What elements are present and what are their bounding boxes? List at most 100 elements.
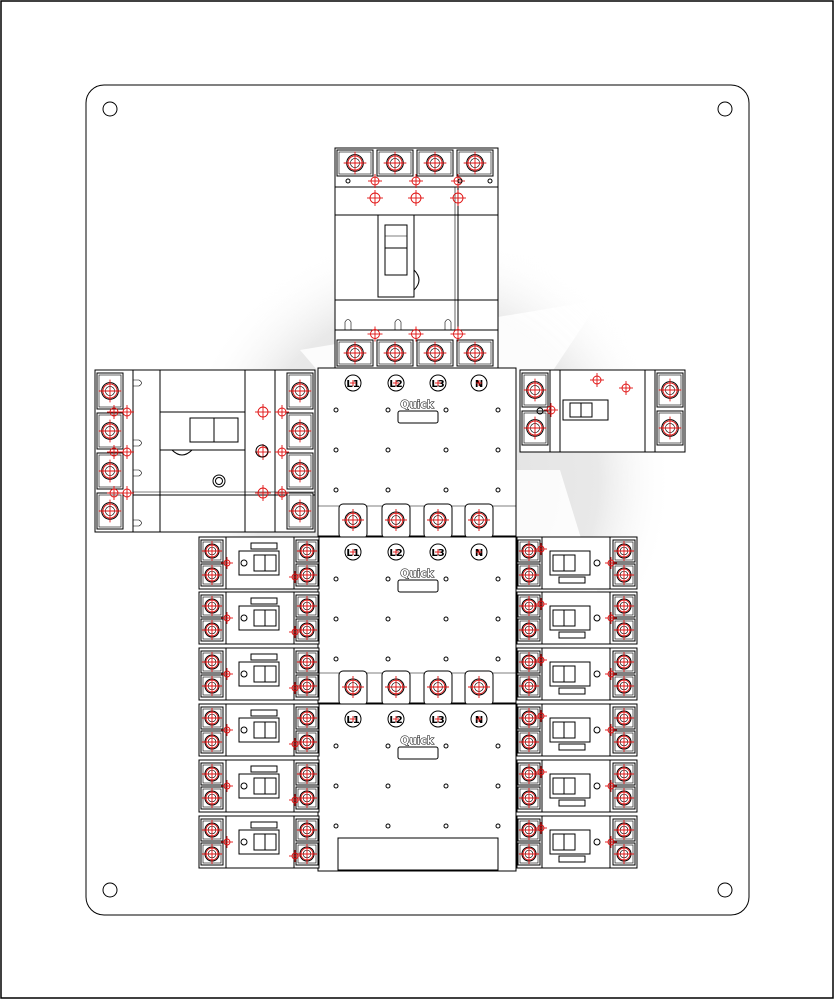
terminal bbox=[518, 675, 540, 697]
terminal bbox=[296, 595, 318, 617]
terminal bbox=[97, 413, 123, 449]
terminal bbox=[613, 675, 635, 697]
terminal bbox=[613, 819, 635, 841]
mcb-right bbox=[517, 816, 637, 868]
terminal bbox=[296, 819, 318, 841]
phase-label: L1 bbox=[345, 375, 361, 391]
phase-label: L3 bbox=[430, 544, 446, 560]
terminal bbox=[201, 763, 223, 785]
terminal bbox=[613, 763, 635, 785]
mcb-right bbox=[517, 537, 637, 589]
phase-label: N bbox=[471, 711, 487, 727]
terminal bbox=[522, 373, 548, 407]
terminal bbox=[296, 787, 318, 809]
terminal bbox=[518, 731, 540, 753]
brand-bottom-text: BAR bbox=[409, 749, 427, 758]
terminal bbox=[613, 731, 635, 753]
busbar-terminal bbox=[382, 504, 410, 538]
toggle-lever-icon bbox=[550, 718, 590, 742]
mcb-left bbox=[199, 592, 319, 644]
mcb-left bbox=[199, 537, 319, 589]
terminal bbox=[296, 707, 318, 729]
brand-top-text: Quick bbox=[400, 399, 434, 411]
terminal bbox=[518, 819, 540, 841]
terminal bbox=[518, 619, 540, 641]
terminal bbox=[287, 373, 313, 409]
terminal bbox=[201, 619, 223, 641]
terminal bbox=[518, 843, 540, 865]
terminal bbox=[337, 150, 373, 176]
terminal bbox=[518, 540, 540, 562]
busbar-terminal bbox=[382, 671, 410, 705]
toggle-lever-icon bbox=[550, 830, 590, 854]
main-breaker-top bbox=[335, 148, 498, 368]
mcb-left bbox=[199, 704, 319, 756]
terminal bbox=[337, 340, 373, 366]
terminal bbox=[613, 843, 635, 865]
terminal bbox=[613, 787, 635, 809]
terminal bbox=[201, 651, 223, 673]
terminal bbox=[518, 707, 540, 729]
terminal bbox=[296, 564, 318, 586]
terminal bbox=[296, 843, 318, 865]
terminal bbox=[201, 540, 223, 562]
terminal bbox=[657, 373, 683, 407]
terminal bbox=[457, 150, 493, 176]
mcb-left bbox=[199, 648, 319, 700]
phase-label: L3 bbox=[430, 375, 446, 391]
terminal bbox=[377, 340, 413, 366]
brand-bottom-text: BAR bbox=[409, 413, 427, 422]
brand-top-text: Quick bbox=[400, 568, 434, 580]
terminal bbox=[201, 787, 223, 809]
terminal bbox=[296, 731, 318, 753]
terminal bbox=[201, 707, 223, 729]
busbar-terminal bbox=[424, 504, 452, 538]
terminal bbox=[296, 619, 318, 641]
terminal bbox=[417, 340, 453, 366]
phase-label: L1 bbox=[345, 711, 361, 727]
terminal bbox=[296, 540, 318, 562]
toggle-lever-icon bbox=[239, 718, 279, 742]
terminal bbox=[287, 413, 313, 449]
terminal bbox=[613, 707, 635, 729]
terminal bbox=[613, 619, 635, 641]
toggle-lever-icon bbox=[239, 606, 279, 630]
phase-label: L3 bbox=[430, 711, 446, 727]
terminal bbox=[201, 675, 223, 697]
terminal bbox=[518, 787, 540, 809]
terminal bbox=[97, 373, 123, 409]
toggle-lever-icon bbox=[239, 774, 279, 798]
terminal bbox=[97, 453, 123, 489]
toggle-lever-icon bbox=[550, 774, 590, 798]
terminal bbox=[417, 150, 453, 176]
busbar-terminal bbox=[339, 504, 367, 538]
terminal bbox=[296, 651, 318, 673]
terminal bbox=[201, 819, 223, 841]
terminal bbox=[613, 651, 635, 673]
terminal bbox=[518, 651, 540, 673]
brand-bottom-text: BAR bbox=[409, 582, 427, 591]
mcb-right bbox=[517, 760, 637, 812]
toggle-lever-icon bbox=[563, 400, 608, 420]
phase-label: L1 bbox=[345, 544, 361, 560]
terminal bbox=[377, 150, 413, 176]
terminal bbox=[201, 843, 223, 865]
mcb-left bbox=[199, 816, 319, 868]
busbar-terminal bbox=[339, 671, 367, 705]
terminal bbox=[296, 763, 318, 785]
terminal bbox=[613, 564, 635, 586]
toggle-lever-icon bbox=[378, 215, 419, 297]
terminal bbox=[518, 763, 540, 785]
terminal bbox=[657, 411, 683, 445]
terminal bbox=[518, 595, 540, 617]
toggle-lever-icon bbox=[239, 551, 279, 575]
phase-label: L2 bbox=[388, 375, 404, 391]
mcb-left bbox=[199, 760, 319, 812]
busbar-terminal bbox=[465, 671, 493, 705]
toggle-lever-icon bbox=[550, 606, 590, 630]
busbar-terminal bbox=[424, 671, 452, 705]
toggle-lever-icon bbox=[160, 412, 245, 450]
